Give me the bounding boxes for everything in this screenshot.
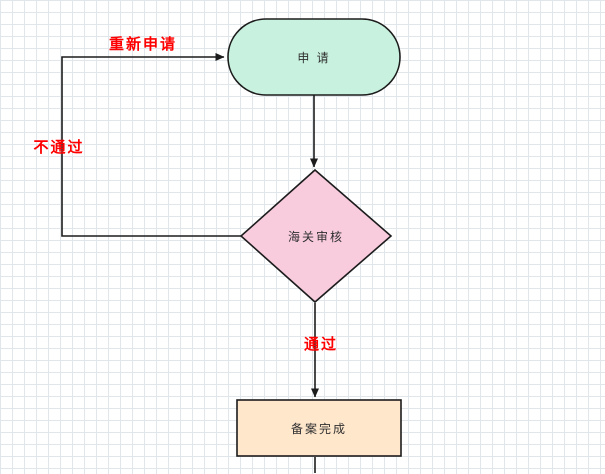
edge-label-fail[interactable]: 不通过: [33, 139, 85, 156]
apply-node[interactable]: [227, 18, 401, 96]
review-node[interactable]: [239, 168, 393, 304]
edge-review-to-apply-loop[interactable]: [61, 53, 241, 237]
edge-label-pass[interactable]: 通过: [303, 336, 338, 353]
complete-node[interactable]: [236, 399, 402, 457]
edge-label-reapply[interactable]: 重新申请: [108, 36, 177, 53]
